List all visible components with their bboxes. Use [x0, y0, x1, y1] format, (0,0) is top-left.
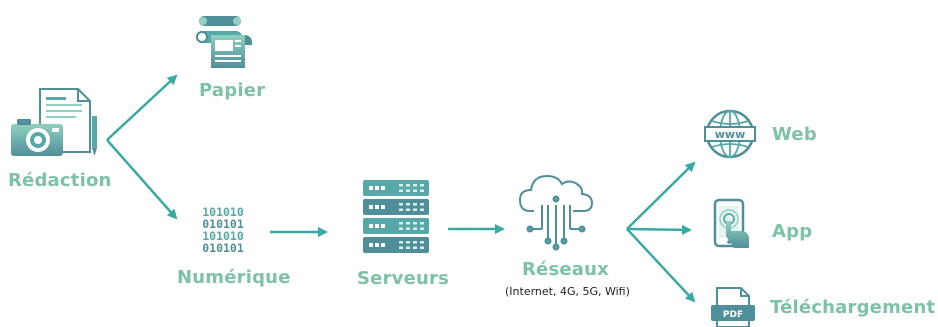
- server-led: [381, 243, 385, 247]
- node-label-reseaux: Réseaux: [522, 259, 609, 280]
- www-text: www: [715, 128, 746, 141]
- binary-row: 010101: [202, 241, 244, 255]
- server-led: [369, 224, 373, 228]
- node-label-app: App: [772, 221, 813, 242]
- server-vent: [413, 246, 417, 249]
- server-led: [369, 186, 373, 190]
- node-label-serveurs: Serveurs: [357, 268, 449, 289]
- server-vent: [420, 208, 424, 211]
- server-led: [375, 243, 379, 247]
- server-vent: [420, 241, 424, 244]
- server-led: [375, 205, 379, 209]
- arrow-reseaux-to-app: [626, 224, 692, 235]
- server-vent: [420, 222, 424, 225]
- server-vent: [399, 227, 403, 230]
- arrow-reseaux-to-telechargement: [626, 228, 696, 303]
- server-unit: [363, 199, 429, 215]
- server-unit: [363, 218, 429, 234]
- document-camera-pen-icon: [11, 88, 97, 156]
- arrow-redaction-to-numerique: [106, 139, 178, 220]
- server-vent: [413, 184, 417, 187]
- server-vent: [413, 241, 417, 244]
- pdf-text: PDF: [723, 310, 743, 320]
- server-vent: [399, 208, 403, 211]
- server-vent: [399, 222, 403, 225]
- binary-row: 010101: [202, 217, 244, 231]
- server-vent: [413, 208, 417, 211]
- arrow-redaction-to-papier: [106, 74, 178, 141]
- server-led: [369, 243, 373, 247]
- node-label-papier: Papier: [199, 80, 266, 101]
- server-vent: [420, 184, 424, 187]
- www-globe-icon: www: [704, 109, 756, 159]
- server-led: [375, 224, 379, 228]
- server-led: [375, 186, 379, 190]
- server-led: [369, 205, 373, 209]
- server-led: [381, 205, 385, 209]
- node-label-redaction: Rédaction: [8, 170, 112, 191]
- server-vent: [399, 184, 403, 187]
- server-vent: [406, 227, 410, 230]
- server-vent: [406, 246, 410, 249]
- server-vent: [413, 189, 417, 192]
- cloud-network-icon: [518, 174, 594, 251]
- server-vent: [406, 189, 410, 192]
- arrow-reseaux-to-web: [626, 161, 696, 230]
- node-label-web: Web: [772, 124, 817, 145]
- smartphone-touch-icon: [713, 198, 749, 248]
- server-vent: [420, 189, 424, 192]
- node-label-telechargement: Téléchargement: [770, 297, 936, 318]
- printing-roller-icon: [196, 16, 253, 68]
- server-vent: [406, 241, 410, 244]
- server-unit: [363, 237, 429, 253]
- node-sublabel-reseaux: (Internet, 4G, 5G, Wifi): [505, 285, 630, 298]
- server-vent: [413, 203, 417, 206]
- server-vent: [399, 246, 403, 249]
- server-led: [381, 186, 385, 190]
- server-vent: [406, 203, 410, 206]
- binary-row: 101010: [202, 205, 244, 219]
- server-vent: [399, 189, 403, 192]
- server-unit: [363, 180, 429, 196]
- server-led: [381, 224, 385, 228]
- server-vent: [406, 208, 410, 211]
- node-label-numerique: Numérique: [177, 267, 291, 288]
- server-vent: [413, 227, 417, 230]
- server-vent: [420, 227, 424, 230]
- server-rack-icon: [363, 180, 429, 253]
- server-vent: [399, 203, 403, 206]
- server-vent: [399, 241, 403, 244]
- pdf-file-icon: PDF: [711, 287, 755, 327]
- server-vent: [406, 222, 410, 225]
- server-vent: [420, 203, 424, 206]
- server-vent: [413, 222, 417, 225]
- server-vent: [420, 246, 424, 249]
- server-vent: [406, 184, 410, 187]
- binary-row: 101010: [202, 229, 244, 243]
